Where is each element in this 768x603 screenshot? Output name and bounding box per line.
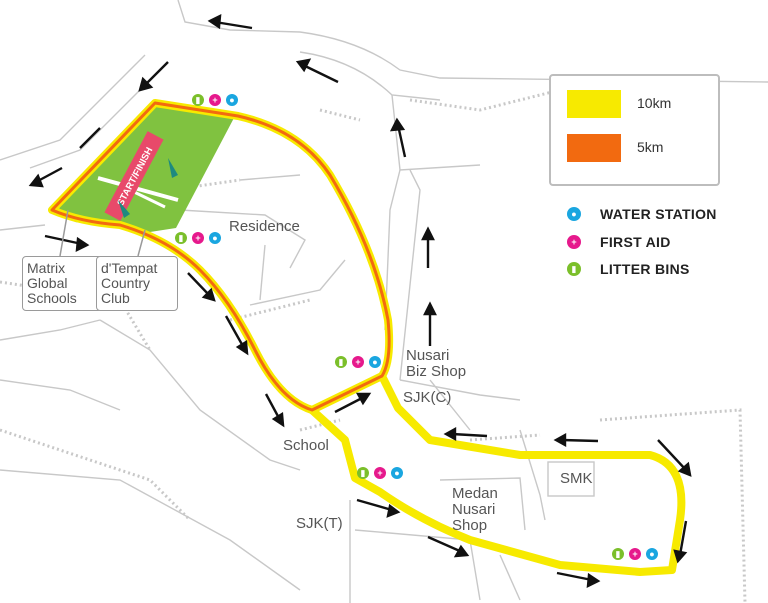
arrow-icon (224, 315, 249, 356)
bin-icon: ▮ (335, 356, 347, 368)
callout-matrix: Matrix Global Schools (22, 256, 102, 311)
route-legend: 10km 5km (549, 74, 720, 186)
label-nusari-line2: Biz Shop (406, 363, 467, 380)
legend-5km-label: 5km (637, 139, 664, 155)
park-path-2 (129, 188, 166, 209)
legend-litter-bins: LITTER BINS (600, 261, 690, 277)
label-medan-line2: Nusari (452, 501, 496, 518)
arrow-icon (673, 520, 688, 564)
cross-icon: + (374, 467, 386, 479)
label-sjkc: SJK(C) (403, 389, 452, 406)
arrow-icon (423, 301, 437, 346)
arrow-icon (421, 226, 435, 268)
arrow-icon (556, 571, 601, 589)
arrow-icon (28, 166, 63, 188)
label-residence: Residence (229, 218, 300, 235)
legend-first-aid: FIRST AID (600, 234, 671, 250)
label-medan-line1: Medan (452, 485, 498, 502)
label-sjkt: SJK(T) (296, 515, 343, 532)
arrow-icon (44, 234, 90, 253)
matrix-line1: Matrix (27, 260, 66, 276)
cross-icon: + (209, 94, 221, 106)
arrow-icon (264, 393, 285, 428)
legend-10km-label: 10km (637, 95, 672, 111)
swatch-5km (567, 134, 621, 162)
tempat-line2: Country (101, 275, 151, 291)
arrow-icon (79, 127, 101, 149)
park-path (97, 176, 179, 202)
bin-icon: ▮ (567, 262, 581, 276)
direction-arrows (28, 13, 692, 589)
cross-icon: + (352, 356, 364, 368)
arrow-icon (138, 61, 169, 92)
arrow-icon (207, 13, 253, 30)
arrow-icon (553, 432, 599, 448)
legend-water-station: WATER STATION (600, 206, 717, 222)
matrix-line2: Global (27, 275, 68, 291)
label-school: School (283, 437, 329, 454)
water-drop-icon: ● (209, 232, 221, 244)
water-drop-icon: ● (391, 467, 403, 479)
label-smk: SMK (560, 470, 593, 487)
arrow-icon (657, 439, 692, 477)
callout-tempat: d'Tempat Country Club (96, 256, 178, 311)
route-5km (50, 101, 391, 412)
bin-icon: ▮ (175, 232, 187, 244)
flag-icon (168, 158, 178, 178)
tempat-line1: d'Tempat (101, 260, 158, 276)
bin-icon: ▮ (192, 94, 204, 106)
cross-icon: + (567, 235, 581, 249)
water-drop-icon: ● (369, 356, 381, 368)
arrow-icon (334, 392, 372, 414)
tempat-line3: Club (101, 290, 130, 306)
water-drop-icon: ● (226, 94, 238, 106)
swatch-10km (567, 90, 621, 118)
water-drop-icon: ● (646, 548, 658, 560)
cross-icon: + (629, 548, 641, 560)
arrow-icon (443, 426, 488, 442)
arrow-icon (427, 535, 470, 558)
arrow-icon (187, 272, 216, 302)
bin-icon: ▮ (357, 467, 369, 479)
flag-icon-2 (118, 200, 130, 218)
label-medan-line3: Shop (452, 517, 488, 534)
callout-pointer (59, 209, 69, 257)
arrow-icon (389, 117, 407, 158)
matrix-line3: Schools (27, 290, 77, 306)
cross-icon: + (192, 232, 204, 244)
arrow-icon (356, 498, 401, 518)
label-nusari-line1: Nusari (406, 347, 450, 364)
water-drop-icon: ● (567, 207, 581, 221)
bin-icon: ▮ (612, 548, 624, 560)
arrow-icon (295, 58, 339, 84)
callout-pointer-2 (137, 229, 146, 257)
